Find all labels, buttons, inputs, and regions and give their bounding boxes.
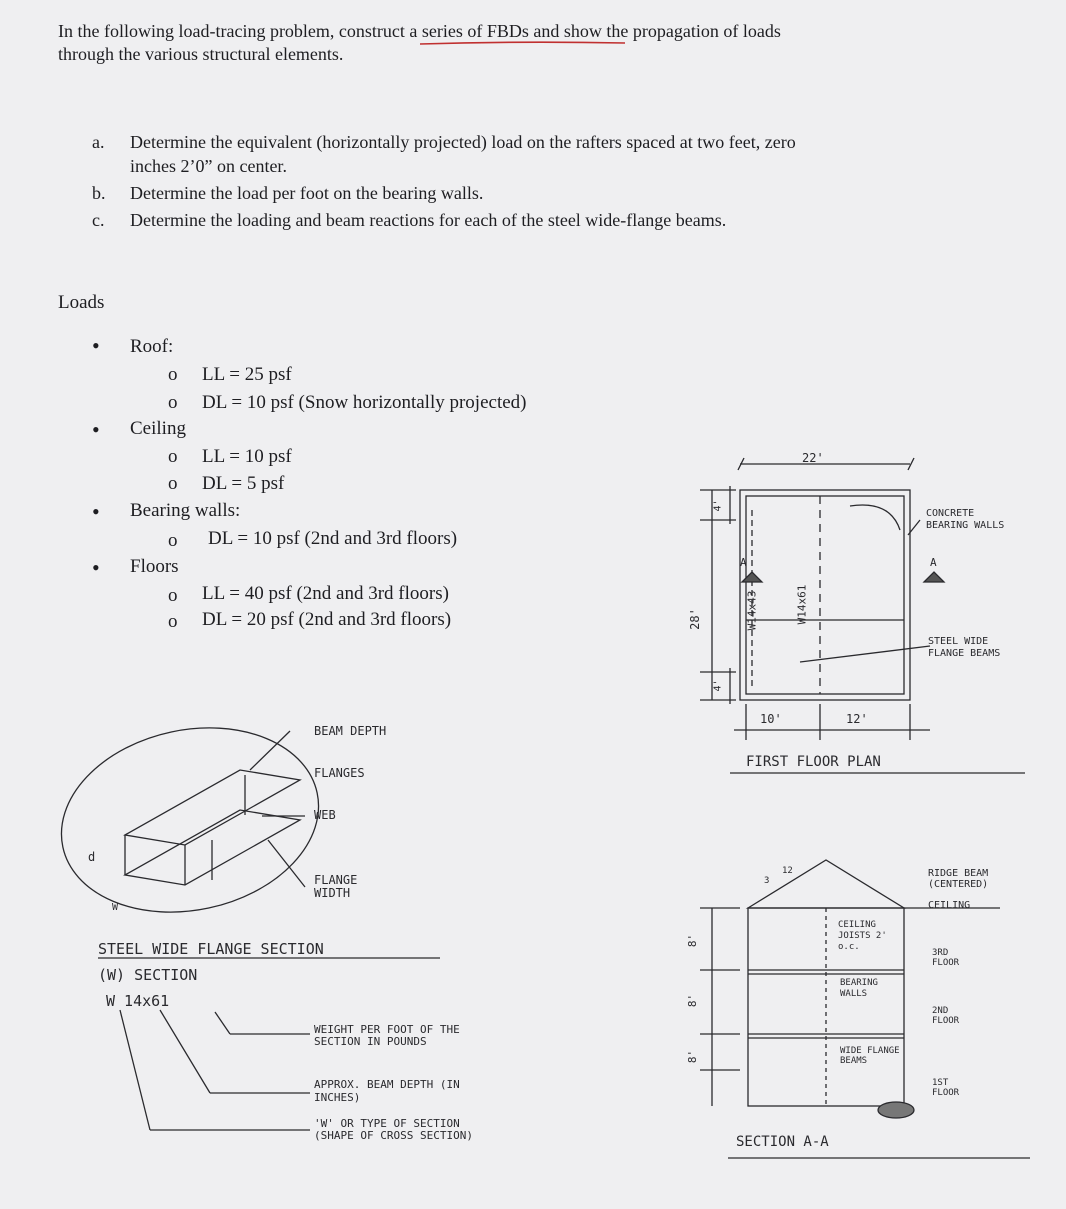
circle-bullet: o	[168, 585, 178, 606]
plan-right-span: 12'	[846, 712, 868, 726]
plan-beam-1: W14x43	[745, 590, 759, 631]
label-section-beams: WIDE FLANGE BEAMS	[840, 1046, 900, 1066]
label-floor-2: 2ND FLOOR	[932, 1006, 960, 1026]
task-a-line-1: Determine the equivalent (horizontally p…	[130, 132, 796, 152]
task-a-marker: a.	[92, 132, 105, 152]
plan-title: FIRST FLOOR PLAN	[746, 754, 881, 770]
floors-ll: LL = 40 psf (2nd and 3rd floors)	[202, 583, 449, 604]
pitch-rise: 12	[782, 866, 793, 876]
circle-bullet: o	[168, 473, 178, 494]
task-b-marker: b.	[92, 183, 106, 203]
circle-bullet: o	[168, 530, 178, 551]
label-ceiling: CEILING	[928, 900, 971, 911]
ceiling-ll: LL = 10 psf	[202, 446, 292, 467]
ceiling-label: Ceiling	[130, 418, 186, 439]
task-c-line: Determine the loading and beam reactions…	[130, 210, 727, 230]
task-c-marker: c.	[92, 210, 105, 230]
intro-line-1: In the following load-tracing problem, c…	[58, 21, 781, 41]
floors-label: Floors	[130, 556, 179, 577]
circle-bullet: o	[168, 446, 178, 467]
bullet: •	[92, 555, 100, 580]
plan-height-dim: 28'	[687, 608, 702, 630]
roof-ll: LL = 25 psf	[202, 364, 292, 385]
label-side-w: W	[112, 902, 119, 913]
bullet: •	[92, 333, 100, 358]
label-floor-1: 1ST FLOOR	[932, 1078, 960, 1098]
label-ridge-beam: RIDGE BEAM (CENTERED)	[928, 868, 989, 890]
task-a-line-2: inches 2’0” on center.	[130, 156, 287, 176]
first-floor-plan	[700, 457, 1025, 774]
roof-label: Roof:	[130, 336, 174, 357]
walls-dl: DL = 10 psf (2nd and 3rd floors)	[208, 528, 458, 549]
label-beam-depth: BEAM DEPTH	[314, 724, 387, 738]
section-dim-1: 8'	[686, 933, 700, 948]
plan-beam-2: W14x61	[795, 584, 809, 625]
label-steel-beams: STEEL WIDE FLANGE BEAMS	[928, 636, 1001, 659]
floors-dl: DL = 20 psf (2nd and 3rd floors)	[202, 609, 452, 630]
label-flanges: FLANGES	[314, 766, 365, 780]
section-mark-left: A	[740, 556, 747, 569]
label-ceiling-joists: CEILING JOISTS 2' o.c.	[838, 920, 887, 952]
beam-designation: W 14x61	[106, 992, 170, 1010]
label-side-d: d	[88, 850, 96, 864]
intro-line-2: through the various structural elements.	[58, 44, 344, 64]
ceiling-dl: DL = 5 psf	[202, 473, 285, 494]
section-dim-3: 8'	[686, 1049, 700, 1064]
bullet: •	[92, 499, 100, 524]
circle-bullet: o	[168, 611, 178, 632]
note-weight: WEIGHT PER FOOT OF THE SECTION IN POUNDS	[314, 1023, 460, 1048]
circle-bullet: o	[168, 364, 178, 385]
bullet: •	[92, 417, 100, 442]
label-flange-width: FLANGE WIDTH	[314, 873, 358, 900]
plan-left-span: 10'	[760, 712, 782, 726]
loads-heading: Loads	[58, 292, 105, 313]
circle-bullet: o	[168, 392, 178, 413]
walls-label: Bearing walls:	[130, 500, 241, 521]
plan-top-offset: 4'	[712, 499, 724, 512]
section-mark-right: A	[930, 556, 937, 569]
pitch-run: 3	[764, 876, 770, 886]
label-bearing-walls: CONCRETE BEARING WALLS	[926, 508, 1005, 531]
wide-flange-beam-sketch	[60, 727, 440, 1131]
beam-title-2: (W) SECTION	[98, 966, 198, 984]
label-floor-3: 3RD FLOOR	[932, 948, 960, 968]
section-dim-2: 8'	[686, 993, 700, 1008]
beam-title-1: STEEL WIDE FLANGE SECTION	[98, 940, 324, 958]
section-title: SECTION A-A	[736, 1134, 829, 1150]
plan-bottom-offset: 4'	[712, 679, 724, 692]
note-depth: APPROX. BEAM DEPTH (IN INCHES)	[314, 1078, 460, 1104]
note-type: 'W' OR TYPE OF SECTION (SHAPE OF CROSS S…	[314, 1117, 473, 1142]
plan-width-dim: 22'	[802, 451, 824, 465]
roof-dl: DL = 10 psf (Snow horizontally projected…	[202, 392, 527, 413]
task-b-line: Determine the load per foot on the beari…	[130, 183, 484, 203]
section-a-a	[700, 859, 1030, 1159]
label-section-walls: BEARING WALLS	[840, 978, 878, 999]
label-web: WEB	[314, 808, 336, 822]
